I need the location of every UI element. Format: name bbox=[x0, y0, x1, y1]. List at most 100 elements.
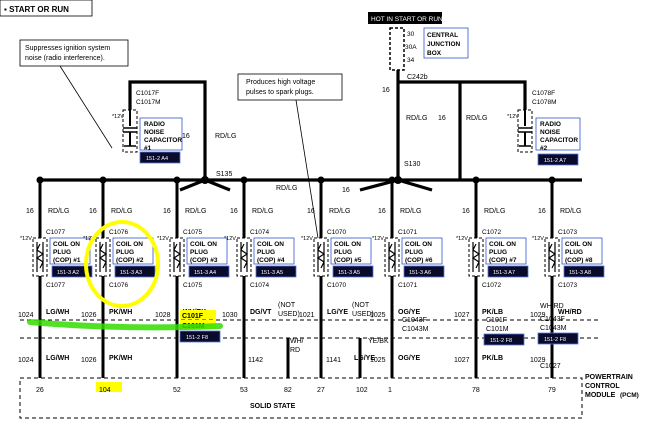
coil-label-line: COIL ON bbox=[53, 241, 80, 248]
coil-winding-icon bbox=[98, 242, 108, 272]
connector-c101f-right: C101F bbox=[486, 317, 507, 324]
coil-feed-num: 16 bbox=[378, 208, 386, 215]
pcm-circuit-num: 1027 bbox=[454, 357, 470, 364]
coil-ref: 151-3 A7 bbox=[493, 270, 515, 276]
coil-body bbox=[384, 237, 400, 277]
wire-num-top-16: 16 bbox=[382, 87, 390, 94]
cjb-label-2: JUNCTION bbox=[427, 41, 461, 48]
coil-circuit-num: 1025 bbox=[370, 312, 386, 319]
coil-ref-box bbox=[403, 265, 445, 278]
coil-conn-bottom: C1072 bbox=[482, 282, 502, 289]
coil-ref: 151-3 A4 bbox=[194, 270, 216, 276]
coil-label-line: (COP) #5 bbox=[334, 257, 362, 264]
coil-label-line: COIL ON bbox=[334, 241, 361, 248]
connector-c101f: C101F bbox=[182, 313, 204, 320]
splice-s135-label: S135 bbox=[216, 171, 232, 178]
coil-winding-icon bbox=[387, 242, 397, 272]
yellow-highlight-circle bbox=[84, 220, 160, 308]
coil-voltage: *12V bbox=[301, 236, 313, 242]
coil-label-box bbox=[485, 237, 527, 265]
coil-label-line: PLUG bbox=[405, 249, 423, 256]
coil-feed-num: 16 bbox=[307, 208, 315, 215]
not-used-1a: (NOT bbox=[278, 302, 296, 309]
coil-ref-box bbox=[255, 265, 297, 278]
not-used-2a: (NOT bbox=[352, 302, 370, 309]
coil-label-box bbox=[186, 237, 228, 265]
cap1-conn-f: C1017F bbox=[136, 90, 159, 97]
cap2-conn-f: C1078F bbox=[532, 90, 555, 97]
cap1-label-3: CAPACITOR bbox=[144, 137, 182, 144]
coil-circuit-num: 1030 bbox=[222, 312, 238, 319]
coil-body bbox=[468, 237, 484, 277]
coil-circuit-num: 1026 bbox=[81, 312, 97, 319]
cap1-ref: 151-2 A4 bbox=[146, 156, 168, 162]
coil-label-line: COIL ON bbox=[190, 241, 217, 248]
c1043-ref-right: 151-2 F8 bbox=[544, 337, 566, 343]
pcm-wire-color: PK/WH bbox=[109, 355, 132, 362]
coil-feed-color: RD/LG bbox=[185, 208, 206, 215]
coil-conn-top: C1073 bbox=[558, 229, 578, 236]
coil-conn-top: C1076 bbox=[109, 229, 129, 236]
pcm-pin-num: 1 bbox=[388, 387, 392, 394]
wire-ye-bk: YE/BK bbox=[368, 338, 389, 345]
pcm-label-3: MODULE bbox=[585, 392, 616, 399]
coil-label-line: PLUG bbox=[334, 249, 352, 256]
pcm-pin-num: 104 bbox=[99, 387, 111, 394]
bus-junction-dot bbox=[472, 176, 480, 184]
pcm-label-1: POWERTRAIN bbox=[585, 374, 633, 381]
start-run-header: ▪ START OR RUN bbox=[0, 0, 93, 17]
coil-feed-color: RD/LG bbox=[400, 208, 421, 215]
coil-circuit-num: 1029 bbox=[530, 312, 546, 319]
coil-circuit-num: 1024 bbox=[18, 312, 34, 319]
pcm-pin-num: 102 bbox=[356, 387, 368, 394]
coil-body bbox=[313, 237, 329, 277]
cjb-label-3: BOX bbox=[427, 50, 442, 57]
cap1-label-2: NOISE bbox=[144, 129, 165, 136]
pcm-circuit-num: 1025 bbox=[370, 357, 386, 364]
produces-callout: Produces high voltage pulses to spark pl… bbox=[237, 73, 343, 239]
coil-feed-color: RD/LG bbox=[111, 208, 132, 215]
coil-label-box bbox=[330, 237, 372, 265]
coil-conn-bottom: C1075 bbox=[183, 282, 203, 289]
coil-label-line: PLUG bbox=[257, 249, 275, 256]
wire-whrd-upper: WH/RD bbox=[540, 303, 564, 310]
coil-voltage: *12V bbox=[532, 236, 544, 242]
coil-label-box bbox=[561, 237, 603, 265]
coil-ref: 151-3 A3 bbox=[120, 270, 142, 276]
coil-conn-bottom: C1070 bbox=[327, 282, 347, 289]
coil-label-line: PLUG bbox=[489, 249, 507, 256]
coil-ref-box bbox=[114, 265, 156, 278]
coil-label-line: COIL ON bbox=[405, 241, 432, 248]
coil-label-line: (COP) #8 bbox=[565, 257, 593, 264]
coil-body bbox=[236, 237, 252, 277]
coil-label-box bbox=[253, 237, 295, 265]
bus-junction-dot bbox=[388, 176, 396, 184]
coil-label-line: COIL ON bbox=[257, 241, 284, 248]
coil-voltage: *12V bbox=[224, 236, 236, 242]
coil-conn-top: C1077 bbox=[46, 229, 66, 236]
cap2-label-3: CAPACITOR bbox=[540, 137, 578, 144]
power-feed-wires bbox=[40, 70, 582, 192]
coil-feed-num: 16 bbox=[230, 208, 238, 215]
suppress-callout: Suppresses ignition system noise (radio … bbox=[19, 39, 129, 149]
c101-ref: 151-2 F8 bbox=[186, 335, 208, 341]
coil-body bbox=[544, 237, 560, 277]
wire-wh-rd-a: WH/ bbox=[290, 338, 304, 345]
coil-ref: 151-3 A5 bbox=[261, 270, 283, 276]
wire-rdlg-mid: RD/LG bbox=[276, 185, 297, 192]
coil-voltage: *12V bbox=[20, 236, 32, 242]
cap2-label-1: RADIO bbox=[540, 121, 561, 128]
coil-voltage: *12V bbox=[83, 236, 95, 242]
c101-ref-right: 151-2 F8 bbox=[490, 338, 512, 344]
coil-feed-num: 16 bbox=[163, 208, 171, 215]
coil-wire-color: LG/YE bbox=[327, 309, 348, 316]
coil-voltage: *12V bbox=[372, 236, 384, 242]
pcm-module: SOLID STATE POWERTRAIN CONTROL MODULE (P… bbox=[19, 374, 639, 419]
